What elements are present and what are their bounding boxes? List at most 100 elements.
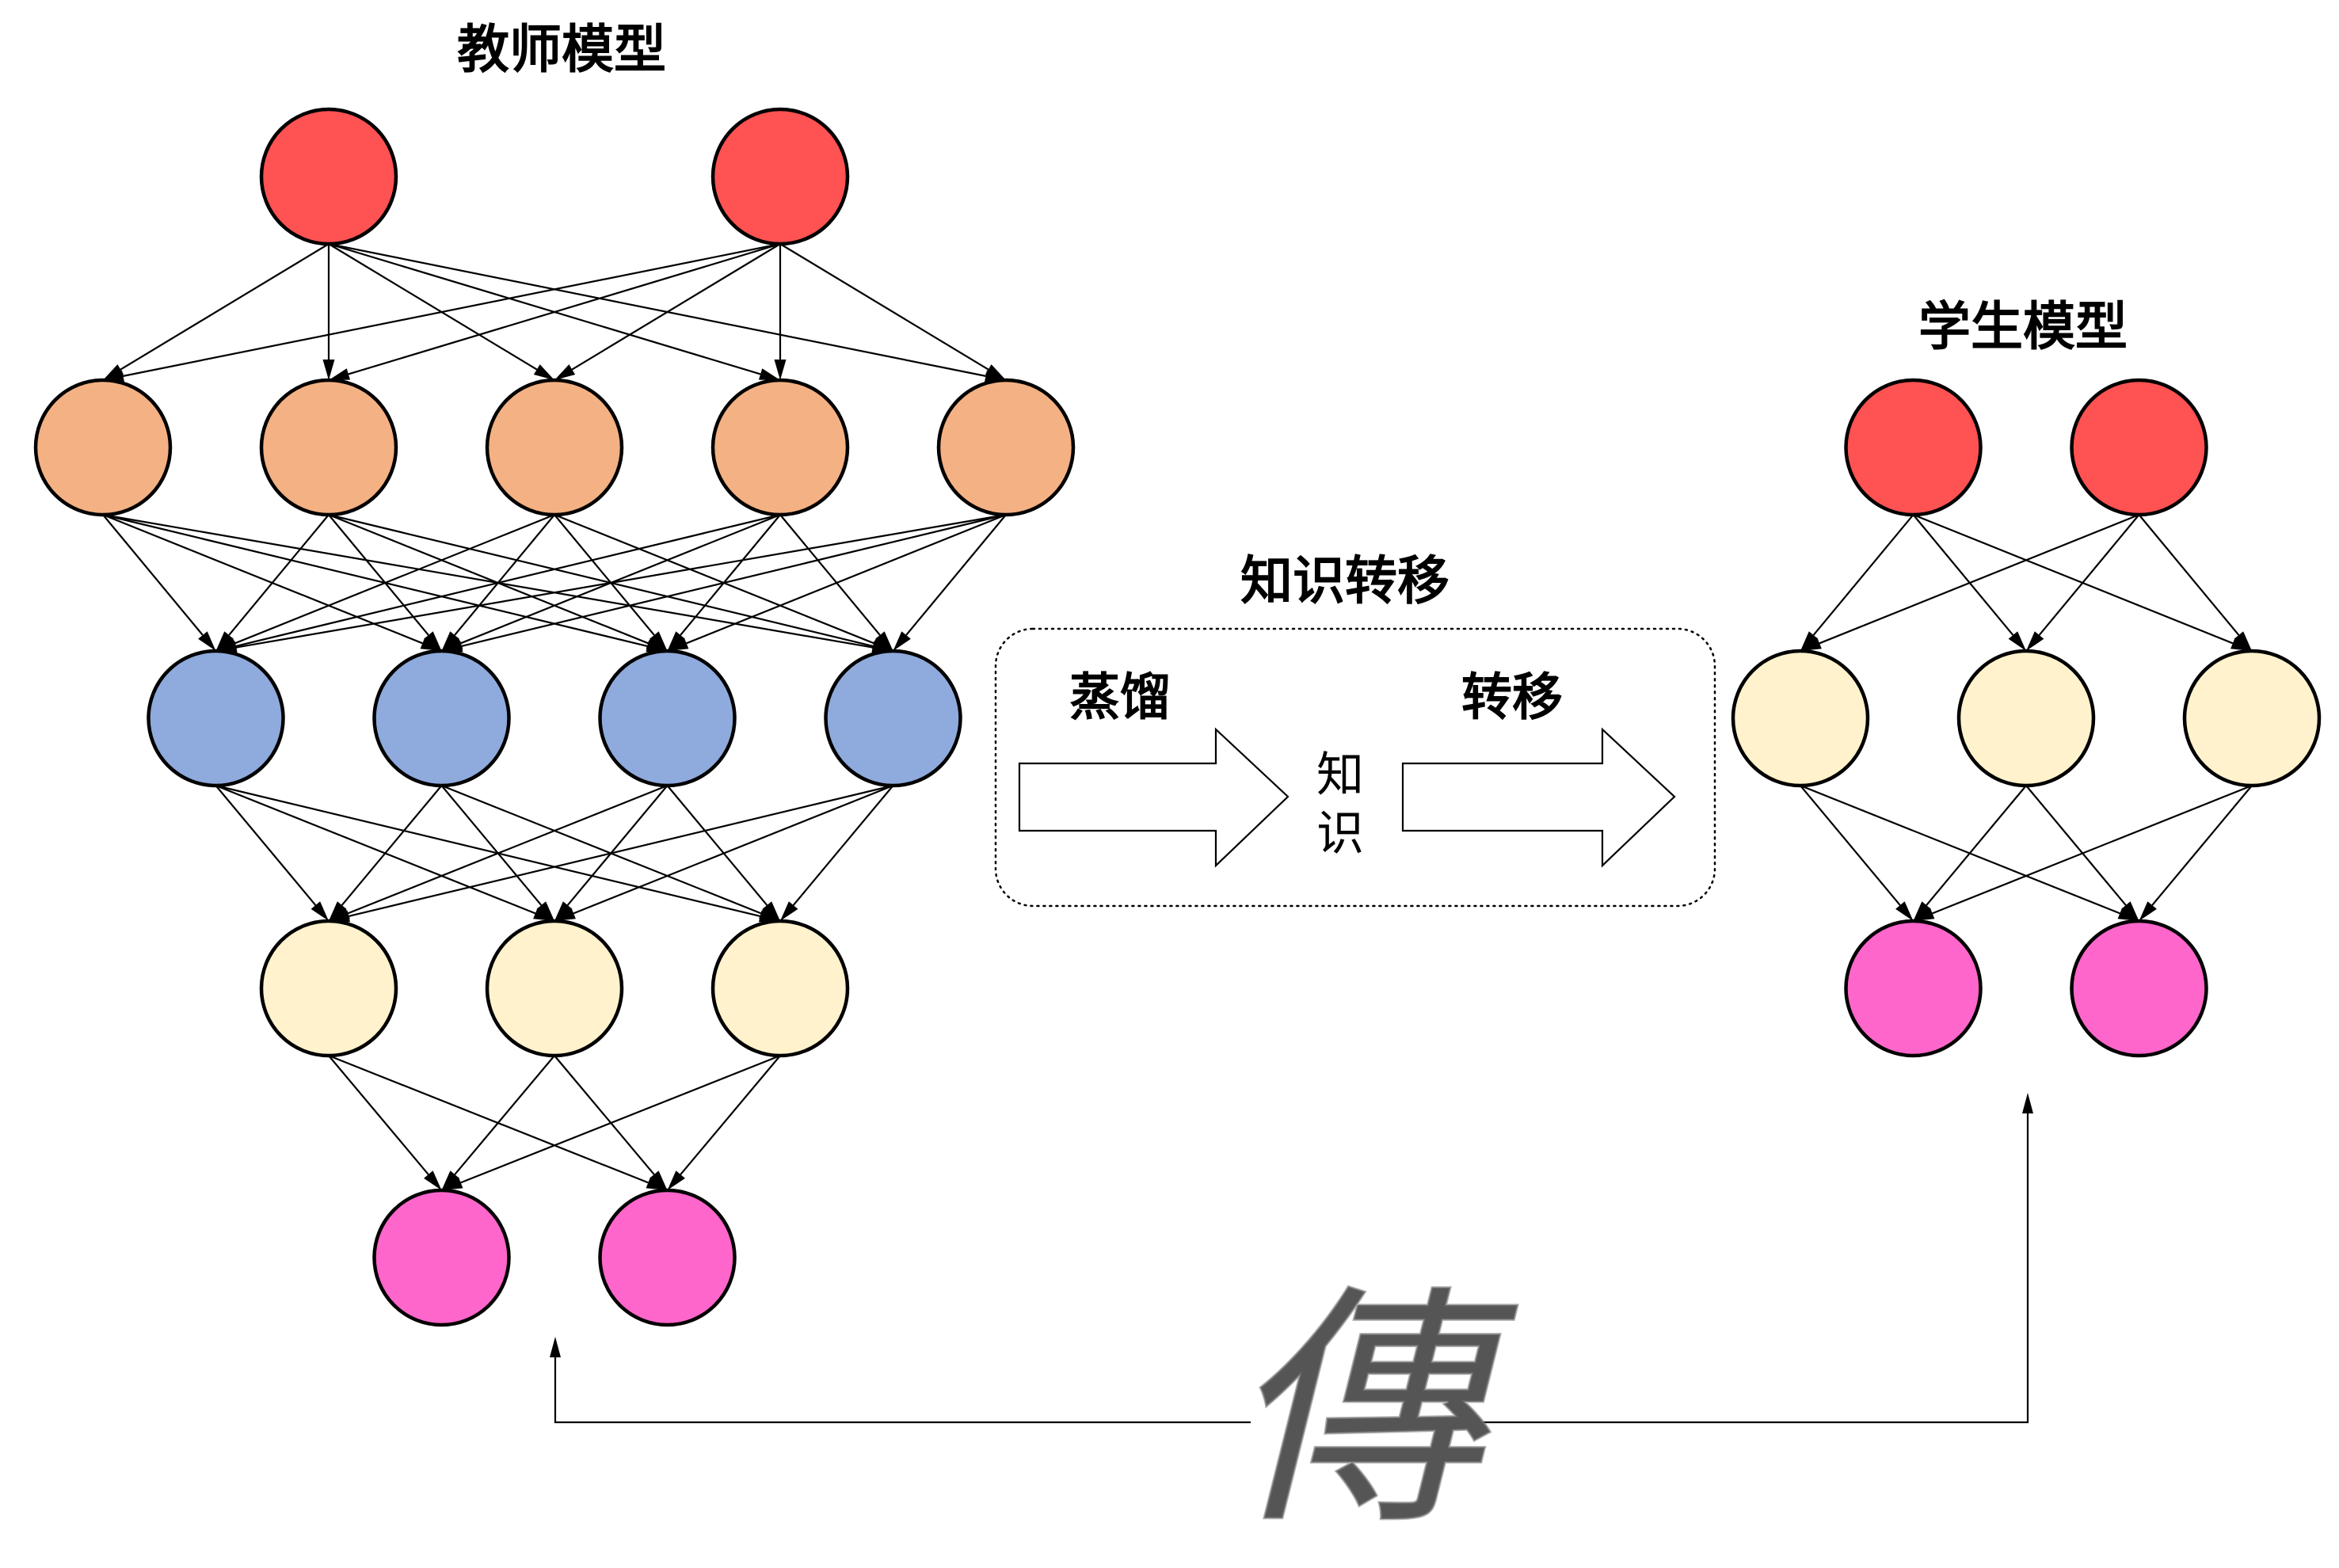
teacher-edge	[893, 514, 1007, 651]
student-node-layer-2	[1956, 649, 2096, 788]
teacher-edge	[667, 513, 1007, 651]
teacher-edge-arrowhead	[759, 908, 780, 921]
teacher-edge-line	[123, 242, 781, 377]
handwritten-character: 傳	[1229, 1264, 1522, 1558]
student-edge	[2139, 785, 2253, 921]
student-edge-arrowhead	[1913, 908, 1935, 921]
teacher-edge	[328, 243, 554, 380]
teacher-network	[33, 107, 1076, 1327]
student-edge-line	[1819, 513, 2139, 645]
teacher-edge-line	[554, 1055, 655, 1175]
teacher-node-layer-2	[259, 378, 398, 517]
teacher-edge-line	[328, 1054, 649, 1184]
teacher-edge	[554, 514, 668, 651]
teacher-edge-line	[348, 242, 781, 375]
teacher-edge	[779, 514, 893, 651]
student-edge-line	[1800, 784, 2120, 915]
teacher-edge-line	[461, 513, 1007, 647]
student-edge	[2026, 514, 2140, 651]
teacher-edge-line	[102, 513, 423, 645]
teacher-edge-arrowhead	[650, 1170, 668, 1190]
student-edge-line	[1932, 784, 2253, 915]
teacher-edge-arrowhead	[310, 901, 329, 921]
student-edge-line	[2038, 514, 2140, 636]
teacher-edge-arrowhead	[215, 631, 234, 651]
teacher-node-layer-1	[259, 107, 398, 246]
teacher-edge-line	[460, 513, 781, 645]
teacher-edge-arrowhead	[646, 1177, 668, 1190]
teacher-edge-line	[328, 242, 986, 377]
student-network	[1731, 378, 2322, 1058]
teacher-edge	[328, 514, 442, 651]
teacher-edge-arrowhead	[985, 364, 1006, 380]
student-edge-arrowhead	[2026, 631, 2044, 651]
teacher-edge	[441, 1054, 781, 1190]
knowledge-transfer-section: 知识转移 蒸馏 转移 知 识	[994, 550, 1716, 908]
teacher-edge	[103, 242, 781, 382]
teacher-edge-arrowhead	[424, 631, 442, 651]
student-node-layer-1	[1844, 378, 1983, 517]
teacher-edge-line	[349, 784, 893, 918]
teacher-edge-line	[680, 1055, 781, 1175]
teacher-edge	[554, 513, 893, 651]
teacher-edge-line	[566, 785, 669, 906]
teacher-edge-arrowhead	[893, 631, 911, 651]
student-edge	[1912, 514, 2026, 651]
teacher-edge-arrowhead	[875, 631, 893, 651]
student-model-title: 学生模型	[1918, 295, 2128, 357]
teacher-edge-line	[228, 514, 330, 636]
teacher-edge-line	[792, 785, 894, 906]
teacher-edge-line	[666, 785, 768, 906]
teacher-edge	[102, 514, 216, 651]
teacher-edge	[328, 1055, 442, 1190]
student-edge	[1800, 784, 2139, 921]
teacher-edge-arrowhead	[441, 640, 463, 653]
teacher-edge-arrowhead	[198, 631, 216, 651]
teacher-edge	[329, 242, 781, 380]
teacher-edge-arrowhead	[103, 364, 124, 380]
teacher-edge	[780, 785, 894, 921]
teacher-edge-arrowhead	[424, 1170, 442, 1190]
distillation-arrow	[1018, 727, 1289, 868]
bottom-connector: 傳	[550, 1093, 2033, 1560]
teacher-edge	[666, 785, 780, 921]
teacher-edge-arrowhead	[667, 1170, 685, 1190]
teacher-edge-arrowhead	[533, 364, 554, 380]
student-node-layer-3	[1844, 919, 1983, 1058]
teacher-edge-line	[454, 514, 555, 636]
connector-to-student-line	[1460, 1112, 2029, 1424]
student-edge	[1913, 513, 2252, 651]
connector-to-student-arrowhead	[2022, 1093, 2033, 1113]
teacher-edge-arrowhead	[774, 360, 787, 380]
teacher-edge-line	[779, 514, 881, 636]
teacher-edge-line	[328, 513, 874, 647]
teacher-nodes	[33, 107, 1076, 1327]
teacher-node-layer-3	[147, 649, 285, 788]
student-node-layer-2	[1731, 649, 1870, 788]
teacher-edge-line	[234, 513, 555, 645]
connector-to-teacher-arrowhead	[550, 1337, 561, 1357]
teacher-edge-line	[554, 513, 874, 645]
connector-to-teacher-line	[554, 1356, 1251, 1424]
teacher-edge-arrowhead	[762, 901, 780, 921]
teacher-edge-line	[686, 513, 1007, 645]
student-edge	[2138, 514, 2252, 651]
student-edge	[1800, 513, 2139, 651]
student-edge-arrowhead	[2139, 901, 2157, 921]
teacher-edge	[322, 244, 335, 380]
teacher-edge-arrowhead	[441, 1177, 463, 1190]
teacher-edge-arrowhead	[329, 901, 347, 921]
teacher-edge-arrowhead	[667, 631, 685, 651]
teacher-edge-arrowhead	[646, 637, 668, 651]
teacher-edge-line	[779, 243, 989, 371]
teacher-node-layer-2	[710, 378, 850, 517]
student-edge-line	[1912, 514, 2014, 636]
teacher-edge	[215, 513, 781, 653]
teacher-edge-line	[328, 514, 429, 636]
teacher-edge	[554, 785, 669, 921]
teacher-edge-line	[120, 243, 330, 371]
teacher-edge	[667, 514, 781, 651]
teacher-node-layer-5	[372, 1188, 511, 1327]
teacher-edge-line	[102, 514, 204, 636]
